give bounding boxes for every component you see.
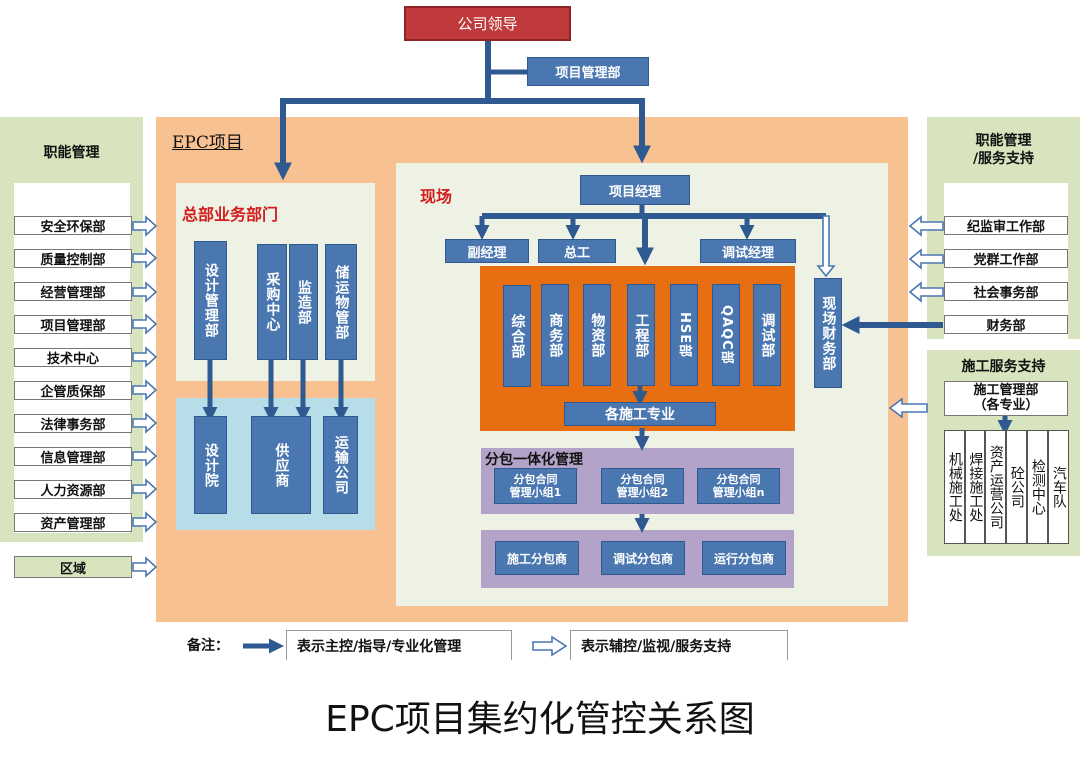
hq-dept-supervise: 监造部 (289, 244, 318, 360)
legend-hollow-text: 表示辅控/监视/服务支持 (570, 630, 788, 660)
hq-dept-design: 设计管理部 (194, 241, 227, 360)
site-finance-box: 现场财务部 (814, 278, 842, 388)
left-hollow-arrow-6 (132, 379, 158, 401)
service-panel-title: 施工服务支持 (961, 359, 1046, 375)
right-panel-title: 职能管理 /服务支持 (927, 133, 1080, 168)
left-item-10: 资产管理部 (14, 513, 132, 532)
left-hollow-arrow-9 (132, 478, 158, 500)
left-item-3: 经营管理部 (14, 282, 132, 301)
service-dept-line1: 施工管理部 (973, 382, 1039, 398)
sub-group-2-line2: 管理小组2 (616, 486, 669, 499)
right-item-2: 党群工作部 (944, 249, 1068, 268)
commission-manager-box: 调试经理 (700, 239, 796, 263)
right-panel-title-line2: /服务支持 (972, 150, 1035, 167)
site-dept-general: 综合部 (503, 285, 531, 387)
right-item-3: 社会事务部 (944, 282, 1068, 301)
sub-group-n-line2: 管理小组n (712, 486, 765, 499)
site-title: 现场 (420, 187, 453, 206)
service-dept-line2: （各专业） (973, 397, 1039, 413)
pm-dept-box: 项目管理部 (527, 57, 649, 86)
to-finance-hollow-arrow (816, 215, 836, 278)
service-unit-1: 机械施工处 (944, 430, 965, 544)
sub-group-n: 分包合同 管理小组n (697, 468, 780, 504)
left-hollow-arrow-2 (132, 247, 158, 269)
hq-title: 总部业务部门 (182, 205, 279, 224)
left-hollow-arrow-5 (132, 346, 158, 368)
service-unit-3: 资产运营公司 (985, 430, 1006, 544)
hq-dept-storage: 储运物管部 (325, 244, 357, 360)
legend-label: 备注： (187, 638, 229, 654)
specialties-box: 各施工专业 (564, 402, 716, 426)
left-item-6: 企管质保部 (14, 381, 132, 400)
left-hollow-arrow-7 (132, 412, 158, 434)
partner-design-institute: 设计院 (194, 416, 227, 514)
to-site-arrow (488, 98, 651, 164)
left-item-8: 信息管理部 (14, 447, 132, 466)
left-hollow-arrow-10 (132, 511, 158, 533)
right-hollow-arrow-3 (908, 281, 944, 303)
service-unit-2: 焊接施工处 (965, 430, 985, 544)
service-dept-box: 施工管理部 （各专业） (944, 381, 1068, 416)
left-hollow-arrow-1 (132, 215, 158, 237)
site-dept-material: 物资部 (583, 284, 611, 386)
left-item-2: 质量控制部 (14, 249, 132, 268)
left-hollow-arrow-8 (132, 445, 158, 467)
construction-subcontractor: 施工分包商 (495, 541, 579, 575)
left-hollow-arrow-4 (132, 313, 158, 335)
deputy-manager-box: 副经理 (445, 239, 529, 263)
left-item-4: 项目管理部 (14, 315, 132, 334)
site-dept-hse: HSE部 (670, 284, 698, 386)
right-hollow-arrow-2 (908, 248, 944, 270)
region-item: 区域 (14, 556, 132, 578)
service-unit-4: 砼公司 (1006, 430, 1027, 544)
site-dept-engineering: 工程部 (627, 284, 655, 386)
right-item-4: 财务部 (944, 315, 1068, 334)
sub-group-1-line1: 分包合同 (513, 472, 558, 486)
service-unit-6: 汽车队 (1048, 430, 1069, 544)
service-unit-5: 检测中心 (1027, 430, 1048, 544)
chief-engineer-box: 总工 (538, 239, 616, 263)
sub-group-2-line1: 分包合同 (620, 472, 665, 486)
site-dept-business: 商务部 (541, 284, 569, 386)
left-item-9: 人力资源部 (14, 480, 132, 499)
sub-group-n-line1: 分包合同 (716, 472, 761, 486)
legend-hollow-arrow (532, 635, 568, 657)
left-item-1: 安全环保部 (14, 216, 132, 235)
sub-group-1-line2: 管理小组1 (509, 486, 562, 499)
sub-group-2: 分包合同 管理小组2 (601, 468, 684, 504)
left-item-7: 法律事务部 (14, 414, 132, 433)
left-item-5: 技术中心 (14, 348, 132, 367)
left-hollow-arrow-3 (132, 281, 158, 303)
service-hollow-arrow (888, 397, 928, 419)
site-dept-commission: 调试部 (753, 284, 781, 386)
region-hollow-arrow (132, 556, 158, 578)
sub-group-1: 分包合同 管理小组1 (494, 468, 577, 504)
commission-subcontractor: 调试分包商 (601, 541, 685, 575)
site-pm-box: 项目经理 (580, 175, 690, 205)
partner-transport: 运输公司 (323, 416, 358, 514)
hq-dept-purchase: 采购中心 (257, 244, 287, 360)
right-hollow-arrow-1 (908, 215, 944, 237)
right-item-1: 纪监审工作部 (944, 216, 1068, 235)
leader-box: 公司领导 (404, 6, 571, 41)
diagram-caption: EPC项目集约化管控关系图 (325, 699, 755, 740)
legend-solid-text: 表示主控/指导/专业化管理 (286, 630, 512, 660)
to-hq-arrow (274, 98, 488, 181)
subcontract-title: 分包一体化管理 (485, 452, 583, 468)
operation-subcontractor: 运行分包商 (702, 541, 786, 575)
epc-title: EPC项目 (172, 133, 243, 153)
partner-supplier: 供应商 (251, 416, 311, 514)
right-panel-title-line1: 职能管理 (975, 133, 1032, 149)
site-dept-qaqc: QAQC部 (712, 284, 740, 386)
left-panel-title: 职能管理 (43, 145, 100, 161)
